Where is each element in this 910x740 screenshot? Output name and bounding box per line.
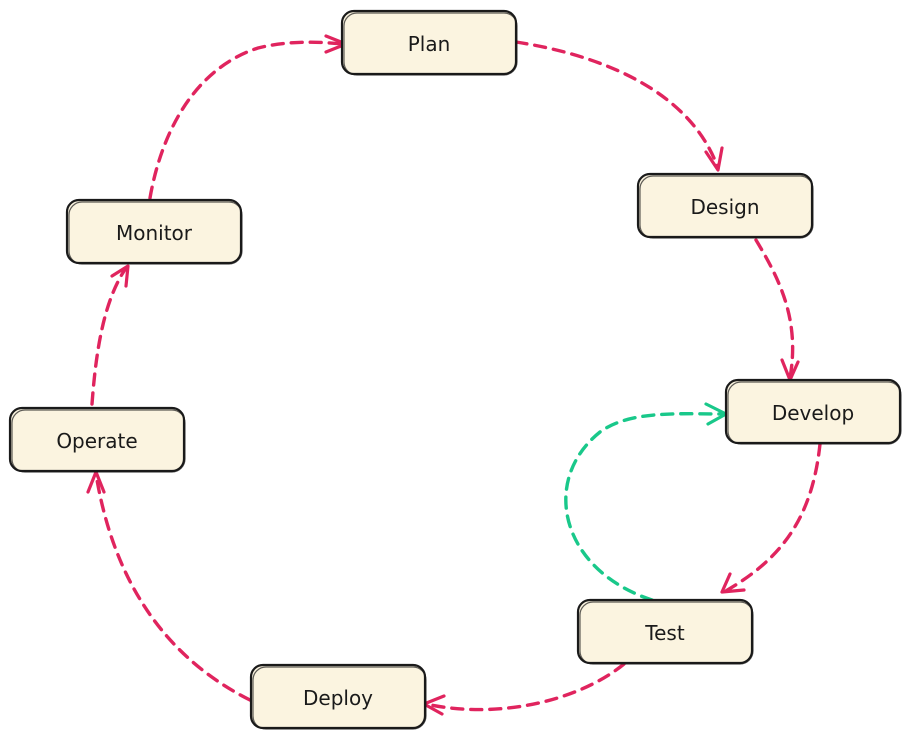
node-design[interactable]: Design [636, 172, 814, 239]
edge-design-to-develop [754, 238, 795, 380]
node-label-develop: Develop [772, 401, 854, 425]
node-label-operate: Operate [56, 429, 137, 453]
node-label-test: Test [644, 621, 685, 645]
edge-monitor-to-plan [148, 40, 346, 200]
node-monitor[interactable]: Monitor [65, 198, 243, 265]
node-label-plan: Plan [408, 32, 451, 56]
edge-develop-to-test [722, 442, 822, 594]
node-plan[interactable]: Plan [340, 9, 518, 76]
arrowhead-monitor [110, 264, 130, 288]
edge-deploy-to-operate [94, 472, 252, 702]
node-test[interactable]: Test [576, 598, 754, 665]
edge-plan-to-design [514, 40, 720, 170]
edge-operate-to-monitor [90, 266, 128, 406]
arrowhead-design [704, 146, 724, 172]
node-develop[interactable]: Develop [724, 378, 902, 445]
node-label-design: Design [690, 195, 759, 219]
node-operate[interactable]: Operate [8, 406, 186, 473]
node-label-monitor: Monitor [116, 221, 193, 245]
node-label-deploy: Deploy [303, 686, 373, 710]
edge-test-to-deploy [424, 662, 626, 712]
edge-test-to-develop [564, 412, 726, 602]
arrowhead-test [720, 572, 746, 594]
node-deploy[interactable]: Deploy [249, 663, 427, 730]
